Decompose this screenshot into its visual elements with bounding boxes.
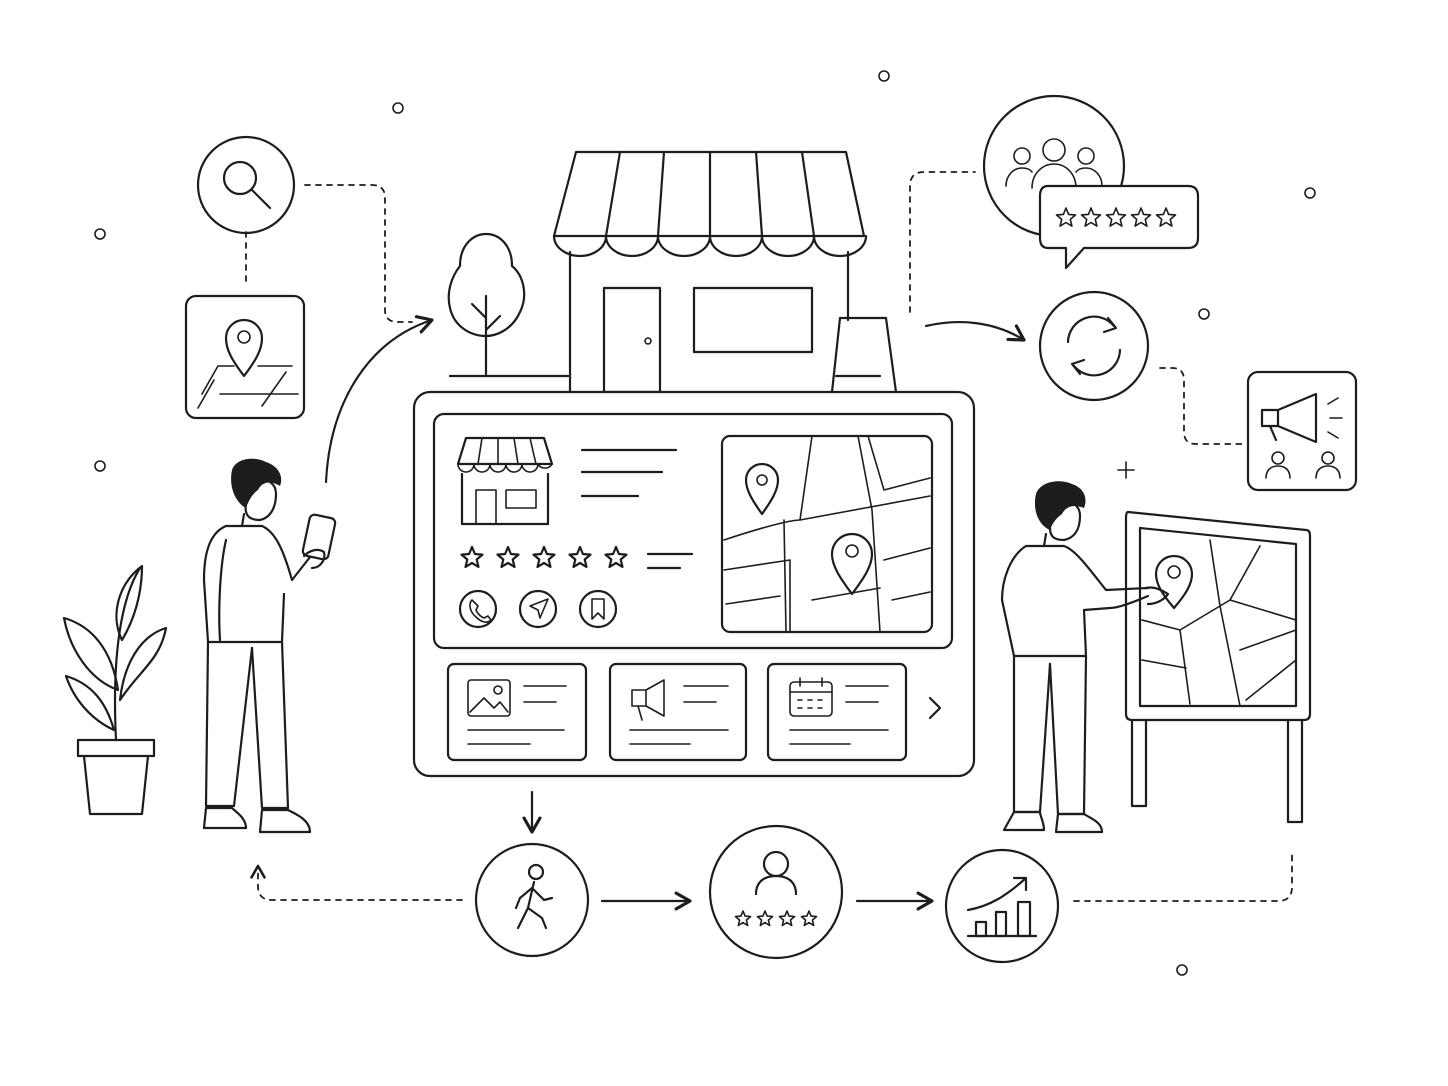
star-icon [1080,207,1102,227]
star-icon [532,545,556,568]
star-icon [800,910,818,927]
marketing-card [1246,370,1358,492]
star-icon [496,545,520,568]
star-icon [778,910,796,927]
map-board [1124,510,1312,824]
megaphone-icon [1260,392,1343,444]
promotion-card[interactable] [608,662,748,762]
shopper-with-phone [202,458,337,834]
review-step [708,824,844,960]
business-listing-panel [412,390,976,778]
star-rating-icon [460,545,628,568]
star-icon [568,545,592,568]
star-icon [460,545,484,568]
star-icon [604,545,628,568]
map-pin-icon [224,318,264,378]
walking-person-icon [514,863,554,930]
growth-chart-icon [966,876,1038,938]
storefront-mini-icon [456,436,554,526]
star-icon [734,910,752,927]
location-card [184,294,306,420]
image-icon [467,679,511,717]
chevron-right-icon[interactable] [928,696,942,720]
growth-step [944,848,1060,964]
decorative-dots [94,70,1316,976]
star-icon [1130,207,1152,227]
map-icon [1141,539,1297,707]
map-icon[interactable] [720,434,934,634]
refresh-icon [1038,290,1150,402]
a-frame-sign-icon [830,316,898,394]
review-bubble-icon [1038,184,1200,270]
plant-icon [62,564,168,816]
audience-icon [1265,451,1341,479]
star-icon [1055,207,1077,227]
tree-icon [447,232,570,378]
community-icon [1005,138,1103,189]
calendar-icon [789,677,833,717]
user-rating-icon [734,850,818,927]
search-badge [196,135,296,235]
bookmark-icon[interactable] [578,589,618,629]
navigation-icon[interactable] [518,589,558,629]
megaphone-icon [631,679,665,721]
star-icon [756,910,774,927]
person-pointing-at-map [1000,481,1170,834]
star-icon [1105,207,1127,227]
photo-card[interactable] [446,662,588,762]
star-icon [1155,207,1177,227]
flow-connectors [245,171,1293,911]
phone-icon[interactable] [458,589,498,629]
star-rating-icon [734,910,818,927]
visit-step [474,842,590,958]
star-rating-icon [1055,207,1177,227]
search-icon [222,160,272,210]
storefront-icon [552,150,868,394]
events-card[interactable] [766,662,908,762]
